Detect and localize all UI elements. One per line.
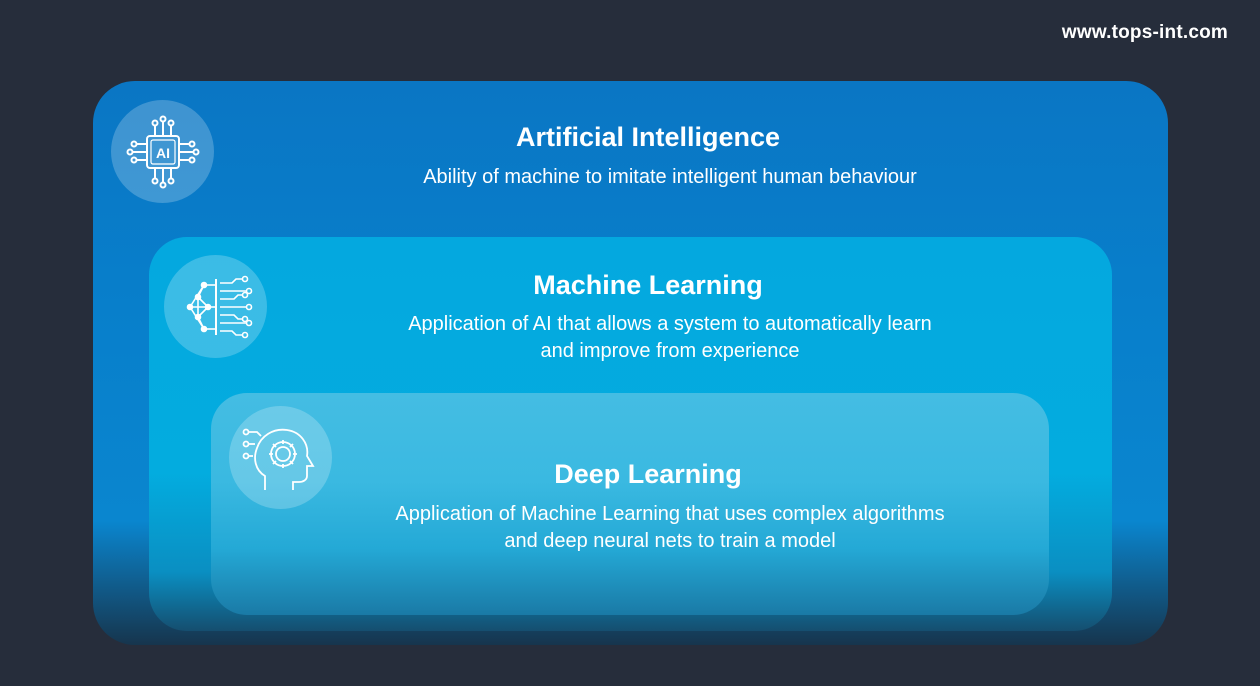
ai-description: Ability of machine to imitate intelligen… [320, 164, 1020, 191]
dl-description-line: Application of Machine Learning that use… [395, 503, 945, 525]
ai-title: Artificial Intelligence [515, 122, 781, 152]
dl-description-line: and deep neural nets to train a model [504, 530, 836, 552]
head-gear-icon [229, 406, 332, 509]
dl-description: Application of Machine Learning that use… [320, 501, 1020, 555]
ml-title: Machine Learning [533, 270, 763, 300]
dl-title: Deep Learning [554, 459, 742, 489]
deep-learning-box [211, 393, 1049, 615]
site-url[interactable]: www.tops-int.com [1061, 22, 1228, 43]
ai-chip-icon: AI [111, 100, 214, 203]
ai-chip-label: AI [156, 145, 170, 161]
ml-description: Application of AI that allows a system t… [320, 311, 1020, 365]
ml-description-line: and improve from experience [540, 340, 800, 362]
ml-description-line: Application of AI that allows a system t… [408, 313, 932, 335]
ai-description-line: Ability of machine to imitate intelligen… [423, 166, 917, 188]
neural-network-icon [164, 255, 267, 358]
